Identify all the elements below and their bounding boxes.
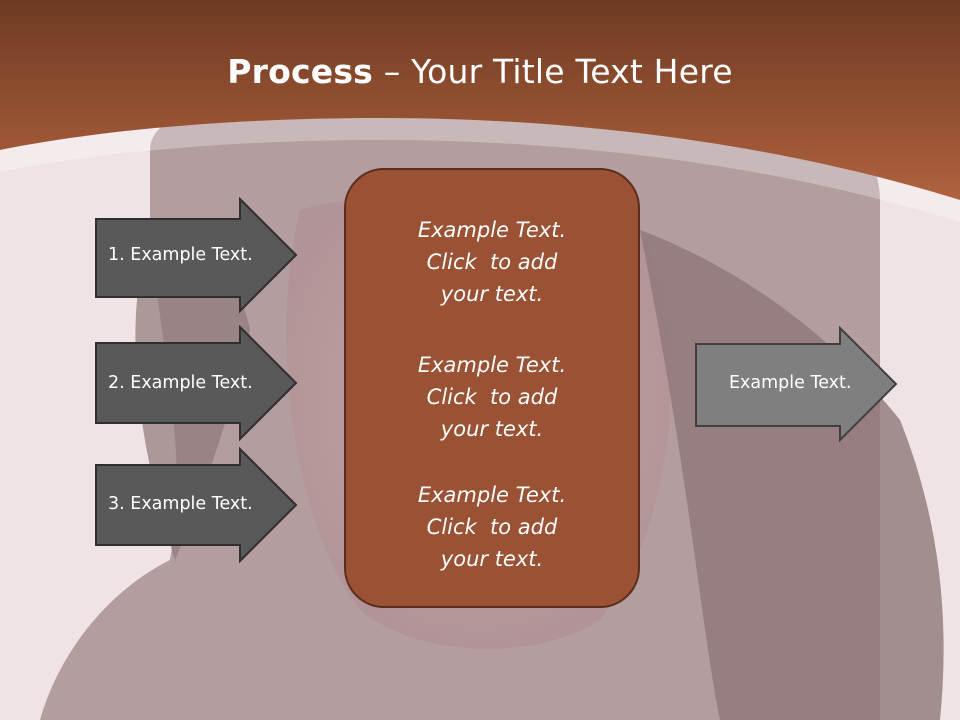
slide-title: Process – Your Title Text Here: [0, 52, 960, 91]
left-arrow-3-label: 3. Example Text.: [108, 494, 253, 514]
left-arrow-1-label: 1. Example Text.: [108, 245, 253, 265]
title-rest: – Your Title Text Here: [373, 52, 733, 91]
center-text-line: Example Text.: [417, 218, 567, 242]
center-text-block-3: Example Text. Click to add your text.: [346, 479, 638, 575]
left-arrow-1[interactable]: [94, 197, 300, 317]
center-text-block-2: Example Text. Click to add your text.: [346, 349, 638, 445]
center-text-line: Click to add: [426, 385, 558, 409]
right-arrow[interactable]: [694, 326, 900, 446]
center-text-line: Click to add: [426, 250, 558, 274]
left-arrow-3[interactable]: [94, 447, 300, 567]
left-arrow-2[interactable]: [94, 325, 300, 445]
center-text-line: your text.: [440, 417, 544, 441]
center-text-line: your text.: [440, 282, 544, 306]
left-arrow-2-label: 2. Example Text.: [108, 373, 253, 393]
title-bold: Process: [227, 52, 374, 91]
right-arrow-label: Example Text.: [729, 373, 852, 393]
center-text-line: Example Text.: [417, 483, 567, 507]
center-text-block-1: Example Text. Click to add your text.: [346, 214, 638, 310]
center-text-line: your text.: [440, 547, 544, 571]
center-text-line: Click to add: [426, 515, 558, 539]
center-text-line: Example Text.: [417, 353, 567, 377]
center-text-box[interactable]: Example Text. Click to add your text. Ex…: [344, 168, 640, 608]
